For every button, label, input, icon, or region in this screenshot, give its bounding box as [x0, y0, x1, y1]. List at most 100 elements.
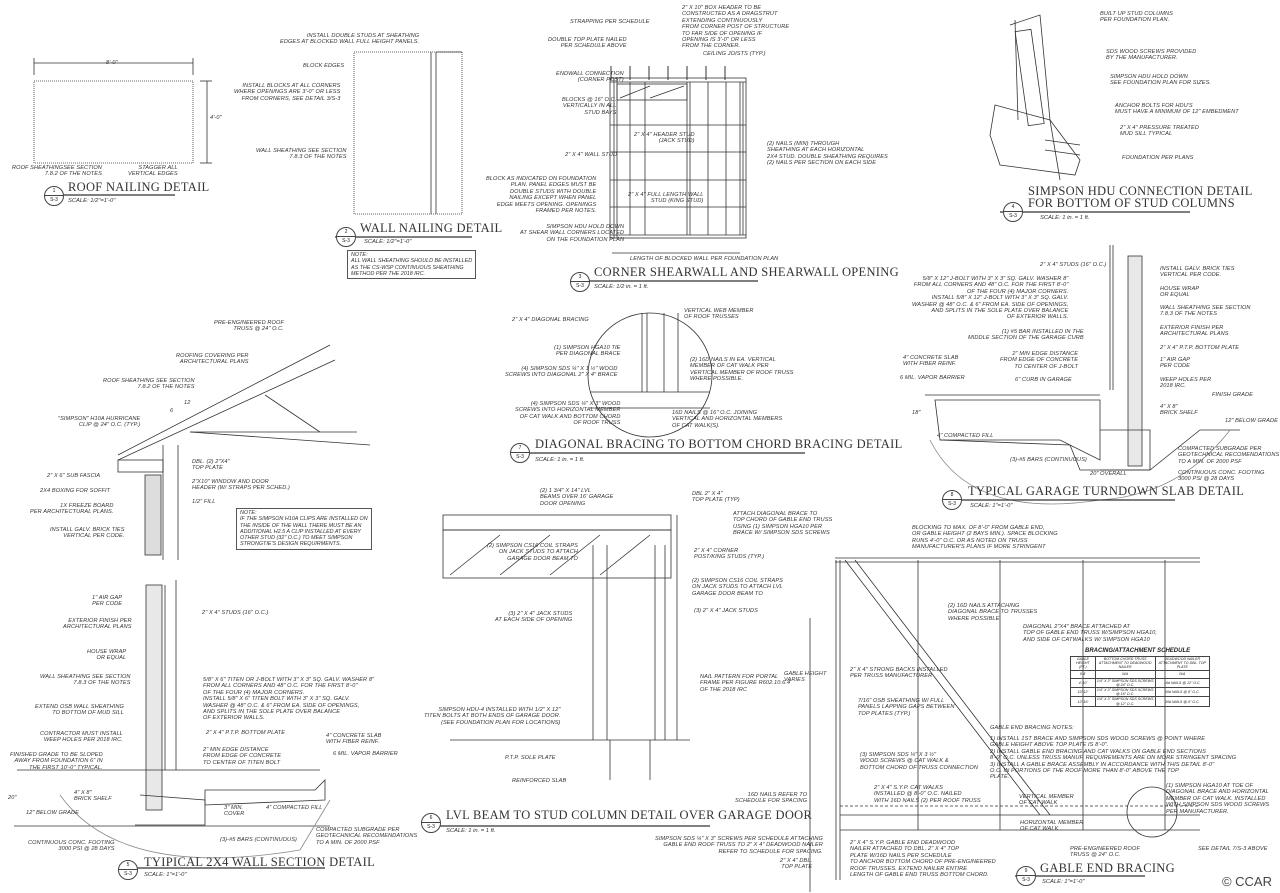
schedule-title: BRACING/ATTACHMENT SCHEDULE — [1085, 648, 1191, 654]
callout: EXTERIOR FINISH PER ARCHITECTURAL PLANS — [1160, 325, 1229, 338]
callout: (2) SIMPSON CS16 COIL STRAPS ON JACK STU… — [692, 578, 783, 597]
sheet-ref: S-3 — [124, 871, 132, 877]
hurricane-clip-note: NOTE: IF THE SIMPSON H10A CLIPS ARE INST… — [236, 508, 372, 550]
callout: 2" X 4" STRONG BACKS INSTALLED PER TRUSS… — [850, 667, 948, 680]
detail-number: 7 — [511, 444, 529, 453]
detail-scale-2: SCALE: 1/2"=1'-0" — [364, 239, 412, 245]
callout: COMPACTED SUBGRADE PER GEOTECHNICAL RECO… — [1178, 446, 1280, 465]
detail-number: 6 — [422, 814, 440, 823]
dimension-label: 12" BELOW GRADE — [26, 810, 79, 816]
callout: 2" X 4" STUDS (16" O.C.) — [1040, 262, 1107, 268]
callout: CEILING JOISTS (TYP.) — [703, 51, 766, 57]
callout: 2" X 4" FULL LENGTH WALL STUD (KING STUD… — [628, 192, 704, 205]
callout: DBL. (2) 2"x4" TOP PLATE — [192, 459, 230, 472]
callout: 6" CURB IN GARAGE — [1015, 377, 1072, 383]
hdu-connection-drawing — [989, 14, 1190, 213]
callout: SEE DETAIL 7/S-3 ABOVE — [1198, 846, 1268, 852]
callout: (3)-#5 BARS (CONTINUOUS) — [220, 837, 297, 843]
sheet-ref: S-3 — [576, 283, 584, 289]
callout: SIMPSON SDS ¼" X 3" SCREWS PER SCHEDULE … — [655, 836, 823, 855]
callout: GABLE HEIGHT VARIES — [784, 671, 827, 684]
dimension-label: 4'-0" — [210, 115, 222, 121]
callout: 4" COMPACTED FILL — [937, 433, 994, 439]
callout: 1X FREEZE BOARD PER ARCHITECTURAL PLANS. — [30, 503, 114, 516]
callout: PRE-ENGINEERED ROOF TRUSS @ 24" O.C. — [214, 320, 284, 333]
callout: 2" X 4" P.T.P. BOTTOM PLATE — [1160, 345, 1240, 351]
pitch-run: 12 — [184, 400, 191, 406]
sheet-ref: S-3 — [427, 824, 435, 830]
callout: 5/8" X 6" TITEN OR J-BOLT WITH 3" X 3" S… — [203, 677, 375, 722]
gable-notes: 1) INSTALL 1st BRACE AND SIMPSON SDS WOO… — [990, 736, 1237, 781]
bracing-schedule-table: GABLE HEIGHT (FT.) BOTTOM CHORD TRUSS AT… — [1070, 656, 1211, 707]
callout: 20" OVERALL — [1090, 471, 1127, 477]
copyright-watermark: © CCAR — [1221, 874, 1272, 889]
callout: ATTACH DIAGONAL BRACE TO TOP CHORD OF GA… — [733, 511, 833, 537]
table-cell: 16d NAILS @ 12" O.C. — [1154, 677, 1211, 689]
callout: 1" AIR GAP PER CODE — [1160, 357, 1191, 370]
callout: 16d NAILS REFER TO SCHEDULE FOR SPACING — [735, 792, 808, 805]
callout: 2" X 6" SUB FASCIA — [47, 473, 101, 479]
table-row: 4'-10'1/4" X 3" SIMPSON SDS SCREWS @ 24"… — [1070, 677, 1211, 689]
callout: (2) 1 3/4" X 14" LVL BEAMS OVER 16' GARA… — [540, 488, 614, 507]
callout: CONTINUOUS CONC. FOOTING 3000 PSI @ 28 D… — [28, 840, 115, 853]
dimension-label: 20" — [8, 795, 17, 801]
table-cell: 0-4' — [1070, 669, 1096, 679]
callout: 2" X 4" STUDS (16" O.C.) — [202, 610, 269, 616]
callout: EXTEND OSB WALL SHEATHING TO BOTTOM OF M… — [35, 704, 124, 717]
table-header: BOTTOM CHORD TRUSS ATTACHMENT TO DEADWOO… — [1094, 656, 1156, 671]
table-header-row: GABLE HEIGHT (FT.) BOTTOM CHORD TRUSS AT… — [1070, 656, 1211, 671]
callout: HOUSE WRAP OR EQUAL — [87, 649, 127, 662]
detail-number: 2 — [337, 228, 355, 237]
table-cell: 16d NAILS @ 8" O.C. — [1154, 686, 1211, 698]
callout: 2" X 10" BOX HEADER TO BE CONSTRUCTED AS… — [682, 5, 790, 50]
callout: SIMPSON HDU HOLD DOWN AT SHEAR WALL CORN… — [520, 224, 625, 243]
diagonal-bracing-drawing — [510, 312, 805, 454]
callout: ROOF SHEATHING SEE SECTION 7.8.2 OF THE … — [103, 378, 195, 391]
callout: CONTINUOUS CONC. FOOTING 3000 PSI @ 28 D… — [1178, 470, 1265, 483]
detail-title-4: SIMPSON HDU CONNECTION DETAIL FOR BOTTOM… — [1028, 184, 1253, 210]
callout: (2) SIMPSON CS16 COIL STRAPS ON JACK STU… — [487, 543, 578, 562]
detail-title-1: ROOF NAILING DETAIL — [68, 180, 210, 194]
callout: COMPACTED SUBGRADE PER GEOTECHNICAL RECO… — [316, 827, 418, 846]
callout: PRE-ENGINEERED ROOF TRUSS @ 24" O.C. — [1070, 846, 1140, 859]
callout: 2X4 BOXING FOR SOFFIT — [40, 488, 111, 494]
table-cell: 10'-12' — [1070, 686, 1096, 698]
callout: 1" AIR GAP PER CODE — [92, 595, 123, 608]
detail-title-3: CORNER SHEARWALL AND SHEARWALL OPENING — [594, 265, 899, 279]
callout: 2" X 4" DIAGONAL BRACING — [512, 317, 589, 323]
callout: FINISH GRADE — [1212, 392, 1253, 398]
pitch-rise: 6 — [170, 408, 174, 414]
gable-notes-title: GABLE END BRACING NOTES: — [990, 725, 1074, 731]
callout: (4) SIMPSON SDS ¼" X 3" WOOD SCREWS INTO… — [515, 401, 621, 427]
detail-scale-8: SCALE: 1"=1'-0" — [970, 503, 1013, 509]
gable-end-drawing — [809, 557, 1200, 892]
callout: STAGGER ALL VERTICAL EDGES — [128, 165, 178, 178]
wall-nailing-panel — [335, 51, 472, 238]
detail-scale-3: SCALE: 1/2 in. = 1 ft. — [594, 284, 649, 290]
callout: (4) SIMPSON SDS ¼" X 1 ½" WOOD SCREWS IN… — [505, 366, 618, 379]
detail-title-9: GABLE END BRACING — [1040, 861, 1175, 875]
callout: EXTERIOR FINISH PER ARCHITECTURAL PLANS — [63, 618, 132, 631]
table-header: DEADWOOD NAILER ATTACHMENT TO DBL. TOP P… — [1154, 656, 1211, 671]
detail-scale-5: SCALE: 1"=1'-0" — [144, 872, 187, 878]
callout: WALL SHEATHING SEE SECTION 7.8.3 OF THE … — [256, 148, 347, 161]
callout: 1/2" FILL — [192, 499, 216, 505]
callout: SIMPSON HDU-4 INSTALLED WITH 1/2" X 12" … — [424, 707, 561, 726]
callout: DOUBLE TOP PLATE NAILED PER SCHEDULE ABO… — [548, 37, 627, 50]
callout: 2"x10" WINDOW AND DOOR HEADER (W/ STRAPS… — [192, 479, 291, 492]
callout: HOUSE WRAP OR EQUAL — [1160, 286, 1200, 299]
callout: (3) 2" X 4" JACK STUDS AT EACH SIDE OF O… — [495, 611, 573, 624]
callout: INSTALL BLOCKS AT ALL CORNERS WHERE OPEN… — [234, 83, 341, 102]
sheet-ref: S-3 — [1009, 213, 1017, 219]
callout: (2) 16d NAILS IN EA. VERTICAL MEMBER OF … — [690, 357, 794, 383]
detail-title-8: TYPICAL GARAGE TURNDOWN SLAB DETAIL — [968, 484, 1245, 498]
sheet-ref: S-3 — [948, 501, 956, 507]
table-cell: 1/4" X 3" SIMPSON SDS SCREWS @ 12" O.C. — [1094, 696, 1156, 707]
callout: VERTICAL MEMBER OF CAT WALK — [1019, 794, 1074, 807]
